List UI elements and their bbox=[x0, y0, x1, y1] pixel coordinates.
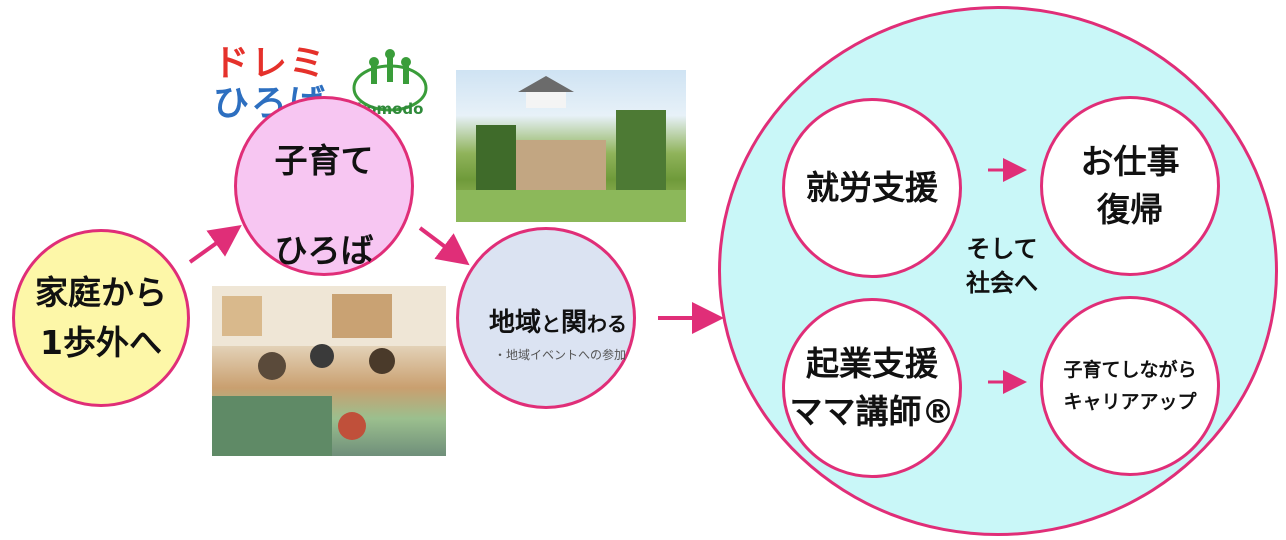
arrow-hiroba-to-community bbox=[418, 226, 470, 266]
work-support-label: 就労支援 bbox=[806, 168, 938, 207]
society-line1: そして bbox=[966, 235, 1038, 263]
playroom-photo bbox=[212, 286, 446, 456]
startup-support-circle: 起業支援 ママ講師® bbox=[782, 298, 962, 478]
hiroba-line2: ひろば bbox=[274, 231, 374, 270]
community-subtitle: ・地域イベントへの参加 bbox=[493, 348, 626, 362]
doremi-logo-line1: ドレミ bbox=[212, 43, 327, 84]
community-title-d: わる bbox=[587, 312, 628, 336]
community-circle bbox=[456, 227, 636, 409]
community-title-c: 関 bbox=[561, 308, 588, 338]
castle-event-photo bbox=[456, 70, 686, 222]
then-society-label: そして 社会へ bbox=[942, 232, 1062, 300]
career-line1: 子育てしながら bbox=[1063, 359, 1197, 381]
childcare-hiroba-circle: 子育て ひろば bbox=[234, 96, 414, 276]
job-return-line2: 復帰 bbox=[1097, 190, 1163, 229]
career-line2: キャリアアップ bbox=[1063, 391, 1197, 413]
community-title-b: と bbox=[541, 312, 561, 336]
community-title-a: 地域 bbox=[488, 308, 541, 338]
career-up-circle: 子育てしながら キャリアアップ bbox=[1040, 296, 1220, 476]
community-title: 地域と関わる bbox=[458, 302, 658, 339]
society-line2: 社会へ bbox=[966, 269, 1038, 297]
work-support-circle: 就労支援 bbox=[782, 98, 962, 278]
job-return-line1: お仕事 bbox=[1080, 142, 1180, 181]
home-line2: 1歩外へ bbox=[40, 323, 162, 362]
home-step-out-circle: 家庭から 1歩外へ bbox=[12, 229, 190, 407]
castle-event-illustration bbox=[456, 76, 686, 222]
arrow-home-to-hiroba bbox=[188, 225, 242, 264]
home-line1: 家庭から bbox=[35, 273, 167, 312]
komodo-logo-mark bbox=[352, 49, 428, 112]
hiroba-line1: 子育て bbox=[274, 141, 374, 180]
startup-line1: 起業支援 bbox=[806, 344, 938, 383]
startup-line2: ママ講師® bbox=[789, 392, 955, 431]
playroom-illustration bbox=[212, 286, 446, 456]
job-return-circle: お仕事 復帰 bbox=[1040, 96, 1220, 276]
